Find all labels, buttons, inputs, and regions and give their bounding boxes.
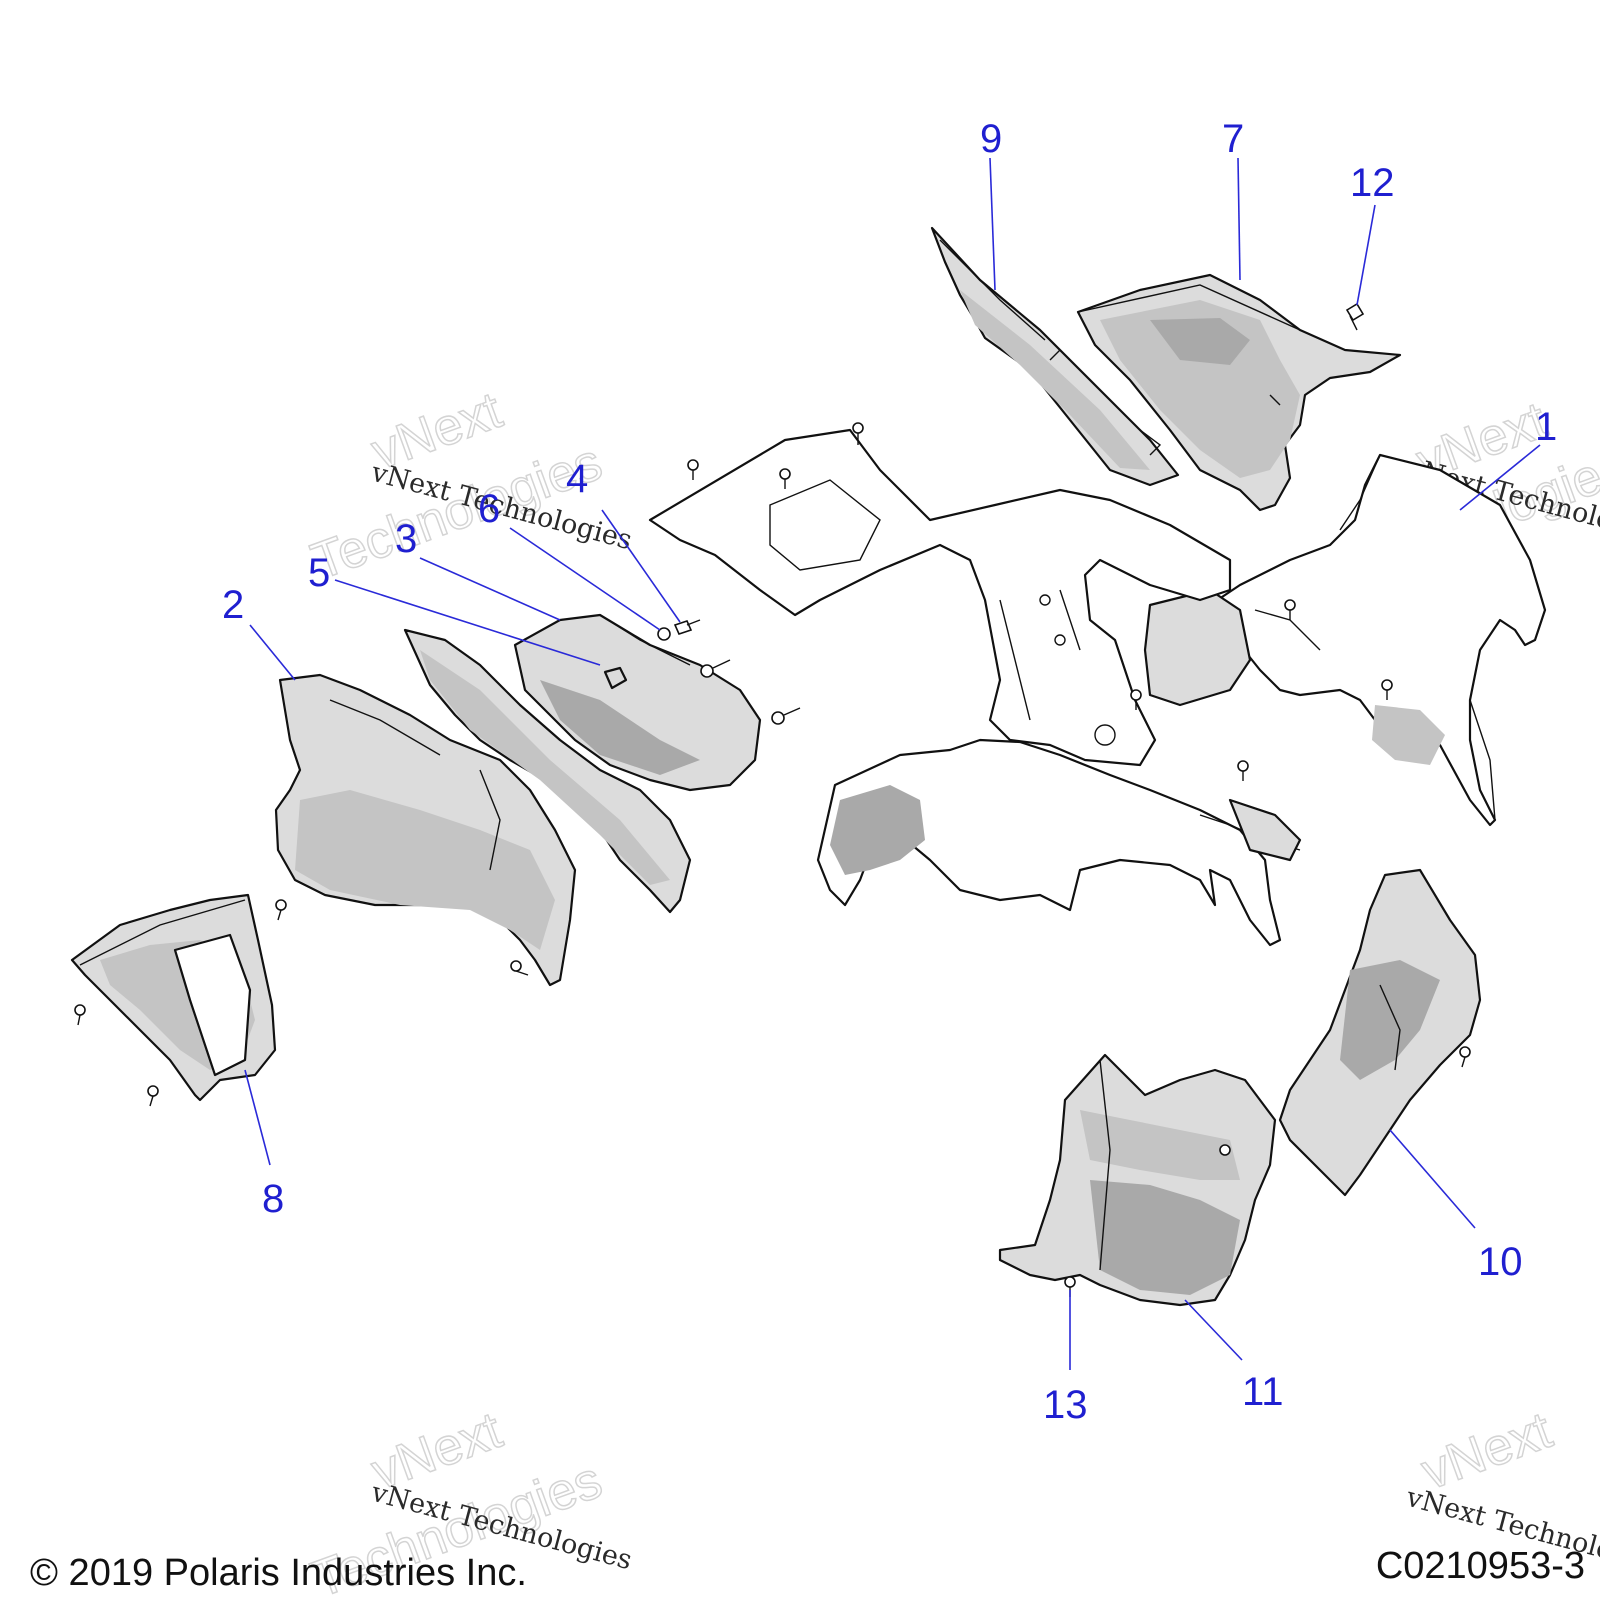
leader-7: [1237, 157, 1241, 281]
fastener-j: [510, 960, 529, 976]
callout-13: 13: [1043, 1383, 1088, 1427]
leader-3: [419, 557, 561, 621]
part-7-tray-panel: [1076, 273, 1402, 512]
leader-12: [1356, 204, 1376, 306]
callout-3: 3: [395, 517, 417, 561]
part-3-inner-fender: [513, 613, 762, 792]
fastener-l: [147, 1085, 159, 1107]
leader-10: [1389, 1129, 1476, 1229]
fastener-g: [1130, 689, 1142, 710]
fastener-b: [779, 468, 791, 489]
callout-4: 4: [566, 457, 588, 501]
callout-9: 9: [980, 117, 1002, 161]
fastener-6-washer: [657, 627, 671, 641]
fastener-top-center: [852, 422, 864, 445]
callout-5: 5: [308, 551, 330, 595]
leader-11: [1184, 1299, 1243, 1361]
leader-1: [1459, 444, 1541, 511]
leader-5: [334, 579, 601, 666]
part-8-front-panel: [70, 893, 277, 1102]
leader-lines: [244, 157, 1541, 1370]
callout-7: 7: [1222, 117, 1244, 161]
part-2-lower-panel: [274, 673, 577, 987]
fastener-i: [275, 899, 287, 921]
drawing-number: C0210953-3: [1376, 1545, 1585, 1587]
fastener-n: [1219, 1144, 1231, 1156]
callout-labels: 9 7 12 1 4 6 3 5 2 8 10 11 13: [222, 117, 1557, 1427]
leader-2: [249, 624, 296, 681]
part-10-lower-panel: [1278, 868, 1482, 1197]
callout-12: 12: [1350, 161, 1395, 205]
fastener-m: [1459, 1046, 1471, 1068]
part-11-footwell-panel: [998, 1053, 1277, 1307]
fastener-4: [673, 619, 701, 635]
part-2-side-panel: [403, 628, 692, 914]
callout-6: 6: [478, 487, 500, 531]
fastener-c: [700, 659, 731, 678]
part-rear-fender: [816, 738, 1302, 947]
part-1-front-fender: [1143, 453, 1547, 827]
callout-1: 1: [1535, 405, 1557, 449]
leader-6: [509, 527, 661, 631]
leader-8: [244, 1069, 271, 1166]
callout-10: 10: [1478, 1240, 1523, 1284]
fastener-k: [74, 1004, 86, 1026]
part-9-side-panel: [930, 226, 1180, 487]
fastener-f: [1381, 679, 1393, 700]
callout-11: 11: [1242, 1370, 1284, 1414]
leader-4: [601, 509, 681, 623]
fastener-a: [687, 459, 699, 480]
fastener-12: [1345, 302, 1365, 331]
fasteners: [74, 302, 1471, 1297]
callout-2: 2: [222, 583, 244, 627]
callout-8: 8: [262, 1177, 284, 1221]
watermark-outline-top: vNext: [1414, 1401, 1559, 1501]
fastener-h: [1237, 760, 1249, 781]
fastener-e: [1284, 599, 1296, 620]
fastener-d: [771, 707, 801, 725]
copyright-text: © 2019 Polaris Industries Inc.: [30, 1552, 527, 1594]
leader-9: [989, 157, 996, 291]
